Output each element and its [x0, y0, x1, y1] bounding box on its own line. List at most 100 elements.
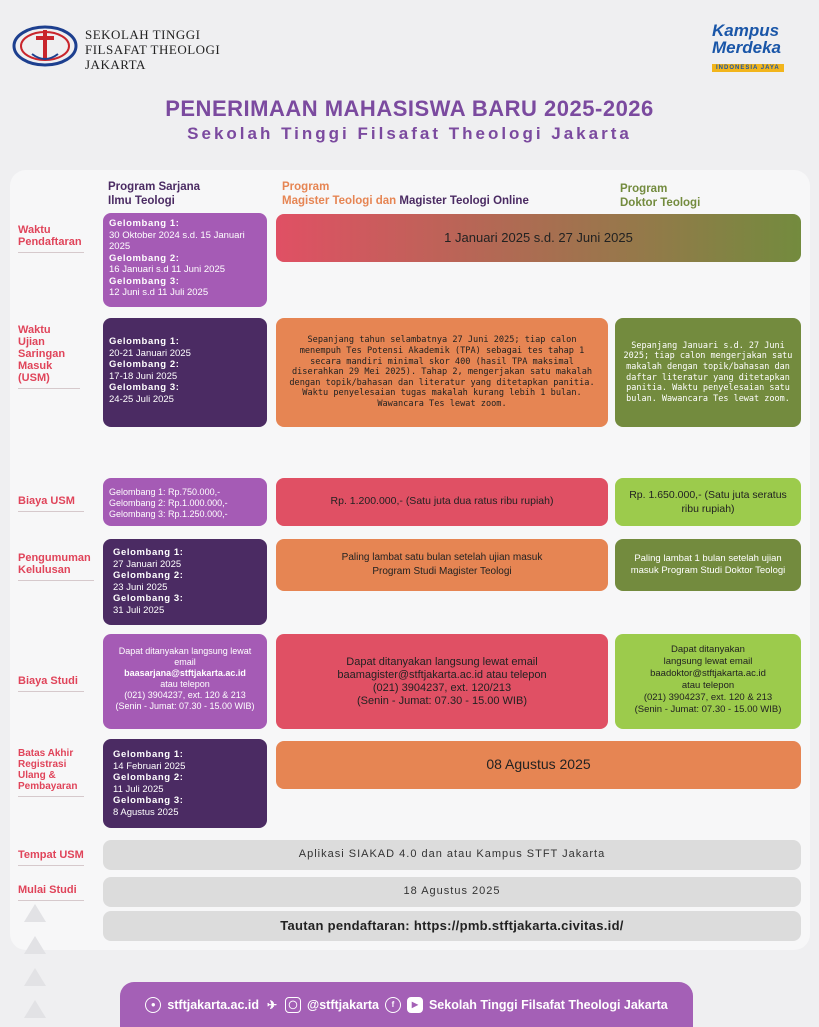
contact-hours: (Senin - Jumat: 07.30 - 15.00 WIB) — [634, 704, 782, 715]
row-label-pengumuman: Pengumuman Kelulusan — [18, 552, 94, 581]
doktor-biaya-studi: Dapat ditanyakan langsung lewat email ba… — [615, 634, 801, 729]
partner-logo-tagline: INDONESIA JAYA — [712, 64, 784, 72]
globe-icon: ● — [145, 996, 162, 1013]
institution-line-3: JAKARTA — [85, 57, 146, 72]
wave-3-value: 8 Agustus 2025 — [113, 806, 179, 818]
wave-1-label: Gelombang 1: — [113, 547, 184, 558]
magister-pengumuman: Paling lambat satu bulan setelah ujian m… — [276, 539, 608, 591]
doktor-pengumuman: Paling lambat 1 bulan setelah ujian masu… — [615, 539, 801, 591]
magister-biaya-usm: Rp. 1.200.000,- (Satu juta dua ratus rib… — [276, 478, 608, 526]
institution-name: SEKOLAH TINGGI FILSAFAT THEOLOGI JAKARTA — [85, 27, 220, 72]
wave-2-value: 11 Juli 2025 — [113, 783, 164, 795]
column-header-magister-part-b: Magister Teologi Online — [399, 195, 529, 207]
institution-line-2: FILSAFAT THEOLOGI — [85, 42, 221, 57]
wave-1-label: Gelombang 1: — [109, 336, 180, 347]
contact-via: atau telepon — [160, 679, 210, 689]
footer-website[interactable]: stftjakarta.ac.id — [167, 997, 260, 1012]
sarjana-waktu-pendaftaran: Gelombang 1: 30 Oktober 2024 s.d. 15 Jan… — [103, 213, 267, 307]
wave-2-label: Gelombang 2: — [113, 772, 184, 783]
instagram-icon: ◯ — [285, 996, 302, 1013]
facebook-icon: f — [384, 996, 401, 1013]
sarjana-pengumuman: Gelombang 1: 27 Januari 2025 Gelombang 2… — [103, 539, 267, 625]
tempat-usm-value: Aplikasi SIAKAD 4.0 dan atau Kampus STFT… — [103, 840, 801, 870]
footer-social[interactable]: @stftjakarta — [307, 997, 379, 1012]
fee-wave-2: Gelombang 2: Rp.1.000.000,- — [109, 498, 228, 508]
column-header-doktor-line-1: Program — [620, 183, 668, 195]
contact-via: atau telepon — [681, 680, 735, 691]
row-label-waktu-pendaftaran: Waktu Pendaftaran — [18, 224, 84, 253]
contact-phone: (021) 3904237, ext. 120 & 213 — [643, 692, 773, 703]
column-header-sarjana: Program Sarjana Ilmu Teologi — [108, 180, 200, 208]
mulai-studi-value: 18 Agustus 2025 — [103, 877, 801, 907]
column-header-sarjana-line-1: Program Sarjana — [108, 181, 201, 193]
wave-2-label: Gelombang 2: — [109, 359, 180, 370]
youtube-icon: ▶ — [406, 996, 423, 1013]
column-header-sarjana-line-2: Ilmu Teologi — [108, 195, 175, 207]
contact-hours: (Senin - Jumat: 07.30 - 15.00 WIB) — [115, 701, 255, 711]
partner-logo-line-1: Kampus — [712, 21, 780, 40]
wave-3-label: Gelombang 3: — [109, 275, 180, 287]
fee-wave-3: Gelombang 3: Rp.1.250.000,- — [109, 509, 228, 519]
contact-email[interactable]: baasarjana@stftjakarta.ac.id — [124, 668, 246, 678]
row-label-biaya-usm: Biaya USM — [18, 495, 84, 512]
contact-email[interactable]: baadoktor@stftjakarta.ac.id — [650, 668, 766, 679]
footer-channel[interactable]: Sekolah Tinggi Filsafat Theologi Jakarta — [428, 997, 668, 1012]
triangle-icon — [24, 1000, 46, 1018]
institution-logo — [12, 24, 78, 70]
contact-phone: (021) 3904237, ext. 120 & 213 — [124, 690, 246, 700]
column-header-doktor: Program Doktor Teologi — [620, 182, 700, 210]
partner-logo-line-2: Merdeka — [712, 38, 781, 57]
sarjana-biaya-studi: Dapat ditanyakan langsung lewat email ba… — [103, 634, 267, 729]
wave-3-value: 31 Juli 2025 — [113, 604, 165, 616]
wave-2-label: Gelombang 2: — [113, 570, 184, 581]
wave-3-value: 24-25 Juli 2025 — [109, 393, 174, 405]
wave-1-label: Gelombang 1: — [113, 749, 184, 760]
fee-wave-1: Gelombang 1: Rp.750.000,- — [109, 487, 221, 497]
contact-email[interactable]: baamagister@stftjakarta.ac.id atau telep… — [337, 669, 547, 681]
institution-line-1: SEKOLAH TINGGI — [85, 27, 201, 42]
contact-hours: (Senin - Jumat: 07.30 - 15.00 WIB) — [357, 695, 527, 707]
page-title: PENERIMAAN MAHASISWA BARU 2025-2026 — [165, 96, 654, 121]
column-header-magister-part-a: Magister Teologi dan — [282, 195, 400, 207]
registration-link[interactable]: Tautan pendaftaran: https://pmb.stftjaka… — [103, 911, 801, 941]
column-header-doktor-line-2: Doktor Teologi — [620, 197, 701, 209]
row-label-batas-akhir: Batas Akhir Registrasi Ulang & Pembayara… — [18, 748, 84, 797]
twitter-icon: ✈ — [267, 997, 278, 1012]
contact-intro: Dapat ditanyakan langsung lewat email — [346, 656, 538, 668]
kampus-merdeka-logo: Kampus Merdeka INDONESIA JAYA — [712, 22, 802, 72]
contact-intro-1: Dapat ditanyakan — [671, 644, 745, 655]
magister-usm: Sepanjang tahun selambatnya 27 Juni 2025… — [276, 318, 608, 427]
wave-1-value: 30 Oktober 2024 s.d. 15 Januari 2025 — [109, 229, 245, 253]
wave-1-value: 27 Januari 2025 — [113, 558, 182, 570]
row-label-mulai-studi: Mulai Studi — [18, 884, 84, 901]
footer-bar: ● stftjakarta.ac.id ✈ ◯ @stftjakarta f ▶… — [120, 982, 693, 1027]
wave-3-label: Gelombang 3: — [113, 593, 184, 604]
column-header-magister-line-1: Program — [282, 181, 330, 193]
wave-1-value: 20-21 Januari 2025 — [109, 347, 191, 359]
contact-intro-2: langsung lewat email — [663, 656, 753, 667]
wave-3-label: Gelombang 3: — [109, 382, 180, 393]
decorative-triangles — [24, 904, 48, 1024]
contact-phone: (021) 3904237, ext. 120/213 — [372, 682, 512, 694]
triangle-icon — [24, 936, 46, 954]
page-subtitle: Sekolah Tinggi Filsafat Theologi Jakarta — [187, 124, 632, 143]
wave-2-label: Gelombang 2: — [109, 252, 180, 264]
sarjana-biaya-usm: Gelombang 1: Rp.750.000,- Gelombang 2: R… — [103, 478, 267, 526]
wave-3-value: 12 Juni s.d 11 Juli 2025 — [109, 287, 209, 298]
row-label-tempat-usm: Tempat USM — [18, 849, 84, 866]
wave-1-label: Gelombang 1: — [109, 218, 180, 229]
triangle-icon — [24, 904, 46, 922]
doktor-biaya-usm: Rp. 1.650.000,- (Satu juta seratus ribu … — [615, 478, 801, 526]
wave-3-label: Gelombang 3: — [113, 795, 184, 806]
magister-doktor-batas-akhir: 08 Agustus 2025 — [276, 741, 801, 789]
wave-2-value: 17-18 Juni 2025 — [109, 370, 178, 382]
column-header-magister: Program Magister Teologi dan Magister Te… — [282, 180, 529, 208]
triangle-icon — [24, 968, 46, 986]
sarjana-batas-akhir: Gelombang 1: 14 Februari 2025 Gelombang … — [103, 739, 267, 828]
magister-biaya-studi: Dapat ditanyakan langsung lewat email ba… — [276, 634, 608, 729]
wave-2-value: 16 Januari s.d 11 Juni 2025 — [109, 264, 226, 275]
wave-1-value: 14 Februari 2025 — [113, 760, 186, 772]
row-label-usm: Waktu Ujian Saringan Masuk (USM) — [18, 324, 80, 389]
row-label-biaya-studi: Biaya Studi — [18, 675, 84, 692]
doktor-usm: Sepanjang Januari s.d. 27 Juni 2025; tia… — [615, 318, 801, 427]
